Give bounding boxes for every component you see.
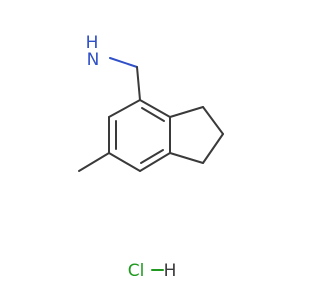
methylene-ring-bond xyxy=(136,66,141,101)
cyclopentane-ring xyxy=(169,106,224,164)
benzene-bond xyxy=(139,99,171,118)
chlorine-label: Cl xyxy=(128,261,145,281)
cyclopentane-bond xyxy=(169,152,204,164)
benzene-bond xyxy=(139,152,171,172)
benzene-double-bond xyxy=(141,107,165,122)
hydrochloride-label: Cl H xyxy=(128,261,177,281)
nitrogen-label: N xyxy=(87,50,100,70)
nitrogen-methylene-bond xyxy=(109,57,138,68)
amine-hydrogen-label: H xyxy=(86,33,99,53)
benzene-bond xyxy=(108,152,141,172)
benzene-double-bond xyxy=(140,149,164,164)
chemical-structure: H N Cl H xyxy=(78,33,224,281)
benzene-ring xyxy=(108,99,171,172)
methyl-bond xyxy=(78,152,110,172)
chloride-hydrogen-label: H xyxy=(164,261,177,281)
cyclopentane-bond xyxy=(202,133,224,164)
aminomethyl-substituent xyxy=(109,57,141,101)
amine-label: H N xyxy=(86,33,100,70)
cyclopentane-bond xyxy=(169,106,204,118)
benzene-bond xyxy=(108,99,141,118)
cyclopentane-bond xyxy=(202,106,224,135)
methyl-substituent xyxy=(78,152,110,172)
